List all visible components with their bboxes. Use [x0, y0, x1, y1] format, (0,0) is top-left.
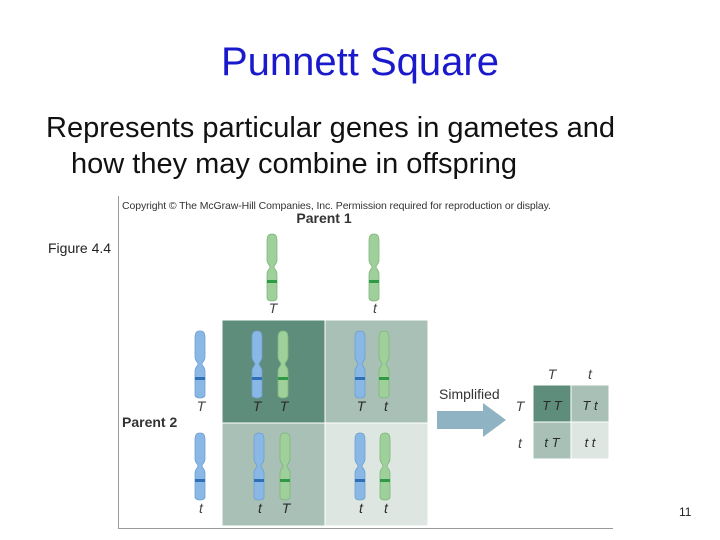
- simplified-col-header-2: t: [588, 366, 593, 382]
- simplified-col-header-1: T: [548, 366, 558, 382]
- punnett-cell-3: [221, 422, 326, 527]
- cell-4-allele-1: t: [359, 500, 364, 516]
- subtitle-line-1: Represents particular genes in gametes a…: [46, 112, 616, 144]
- cell-3-allele-1: t: [258, 500, 263, 516]
- parent-2-allele-2: t: [199, 500, 204, 516]
- parent-2-chromosome-1: [194, 330, 206, 399]
- parent-1-allele-2: t: [373, 300, 378, 316]
- simplified-cell-4: [570, 421, 610, 460]
- simplified-row-header-2: t: [518, 435, 523, 451]
- cell-2-allele-1: T: [357, 398, 367, 414]
- cell-1-allele-2: T: [280, 398, 290, 414]
- cell-4-allele-2: t: [384, 500, 389, 516]
- figure-label: Figure 4.4: [48, 240, 112, 256]
- page-number: 11: [679, 505, 692, 519]
- parent-1-allele-1: T: [269, 300, 279, 316]
- copyright-notice: Copyright © The McGraw-Hill Companies, I…: [122, 200, 551, 212]
- parent-1-chromosome-1: [266, 233, 278, 302]
- punnett-cell-4: [324, 422, 429, 527]
- cell-3-allele-2: T: [282, 500, 292, 516]
- simplified-cell-3-text: t T: [544, 435, 560, 450]
- parent-1-chromosome-2: [368, 233, 380, 302]
- punnett-cell-2: [324, 319, 429, 424]
- figure-frame: [118, 196, 613, 529]
- simplified-cell-3: [532, 421, 572, 460]
- simplified-cell-4-text: t t: [585, 435, 597, 450]
- cell-1-allele-1: T: [253, 398, 263, 414]
- simplified-cell-1: [532, 384, 572, 423]
- punnett-cell-1: [221, 319, 326, 424]
- parent-2-label: Parent 2: [122, 414, 177, 430]
- parent-2-chromosome-2: [194, 432, 206, 501]
- simplified-cell-1-text: T T: [542, 398, 563, 413]
- subtitle-line-2: how they may combine in offspring: [71, 148, 517, 180]
- simplified-cell-2-text: T t: [582, 398, 599, 413]
- parent-2-allele-1: T: [197, 398, 207, 414]
- cell-2-allele-2: t: [384, 398, 389, 414]
- slide-subtitle: Represents particular genes in gametes a…: [46, 110, 706, 182]
- simplified-label: Simplified: [439, 386, 500, 402]
- simplified-arrow: [437, 403, 506, 437]
- simplified-row-header-1: T: [516, 398, 526, 414]
- parent-1-label: Parent 1: [296, 210, 351, 226]
- slide-title: Punnett Square: [221, 40, 499, 84]
